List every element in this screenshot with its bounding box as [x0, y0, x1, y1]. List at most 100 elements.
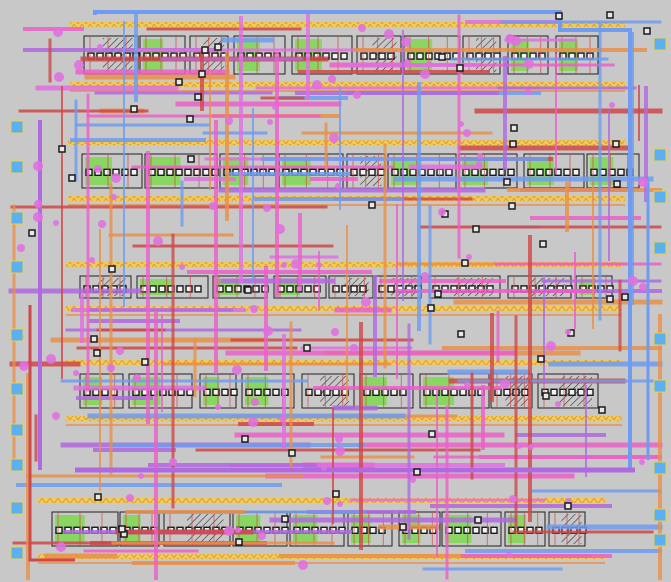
via-contact [606, 295, 614, 303]
contact [193, 168, 201, 177]
via [509, 495, 517, 503]
contact [550, 388, 558, 396]
via [215, 404, 221, 410]
contact [245, 388, 253, 396]
via [169, 458, 177, 466]
via-contact [461, 259, 469, 267]
via [426, 61, 432, 67]
via-contact [58, 145, 66, 153]
via [477, 153, 483, 159]
via-contact [509, 140, 517, 148]
contact [314, 388, 322, 396]
contact [286, 285, 294, 293]
io-pin-right [653, 241, 667, 255]
via [275, 224, 285, 234]
via-contact [438, 53, 446, 61]
contact [459, 388, 467, 396]
standard-cell [504, 511, 546, 547]
via [331, 328, 339, 336]
contact [350, 285, 358, 293]
via [525, 89, 531, 95]
contact [407, 52, 415, 60]
via-contact [613, 180, 621, 188]
contact [545, 168, 553, 177]
via-contact [564, 502, 572, 510]
via [458, 121, 464, 127]
via-contact [472, 225, 480, 233]
via-contact [456, 64, 464, 72]
via-array [16, 11, 651, 570]
io-pin-left [10, 260, 24, 274]
via [89, 257, 95, 263]
contact [166, 168, 174, 177]
power-rail-texture [70, 22, 625, 27]
via [316, 262, 322, 268]
contact [359, 285, 367, 293]
via [384, 29, 394, 39]
contact [463, 526, 471, 534]
via-contact [198, 70, 206, 78]
standard-cell [51, 511, 119, 547]
io-pin-right [653, 190, 667, 204]
via [337, 501, 343, 507]
via [116, 347, 124, 355]
contact [536, 168, 544, 177]
contact [387, 52, 395, 60]
via [420, 69, 430, 79]
contact [462, 168, 470, 177]
contact [368, 168, 376, 177]
via [107, 364, 115, 372]
via-contact [598, 406, 606, 414]
io-pin-right [653, 148, 667, 162]
outer-bus [28, 305, 75, 562]
via [476, 161, 482, 167]
via [33, 212, 43, 222]
contact [441, 388, 449, 396]
contact [508, 526, 516, 534]
via [248, 417, 258, 427]
via [46, 354, 56, 364]
contact [381, 388, 389, 396]
contact [230, 388, 238, 396]
contact [103, 168, 111, 177]
power-rail-texture [66, 262, 622, 267]
via [350, 344, 358, 352]
via-contact [108, 265, 116, 273]
via [209, 202, 217, 210]
via [279, 416, 285, 422]
via-contact [94, 493, 102, 501]
via-contact [474, 516, 482, 524]
via-contact [186, 115, 194, 123]
via-contact [90, 335, 98, 343]
via [335, 183, 341, 189]
contact [363, 388, 371, 396]
via [272, 104, 278, 110]
via [56, 542, 66, 552]
via-contact [303, 344, 311, 352]
via-contact [510, 124, 518, 132]
contact [471, 168, 479, 177]
via [506, 552, 512, 558]
contact [263, 388, 271, 396]
via-contact [332, 490, 340, 498]
contact [252, 285, 260, 293]
contact [436, 168, 444, 177]
via [133, 374, 141, 382]
contact [360, 52, 368, 60]
poly-region [203, 377, 220, 405]
contact [489, 168, 497, 177]
io-pin-right [653, 508, 667, 522]
standard-cell [79, 373, 124, 409]
via-contact [399, 523, 407, 531]
contact [617, 168, 625, 177]
via-contact [542, 392, 550, 400]
standard-cell [241, 373, 295, 409]
via-contact [118, 525, 126, 533]
via-contact [288, 449, 296, 457]
via [464, 382, 470, 388]
via [224, 526, 234, 536]
via [291, 259, 301, 269]
contact [369, 526, 377, 534]
via [281, 262, 287, 268]
